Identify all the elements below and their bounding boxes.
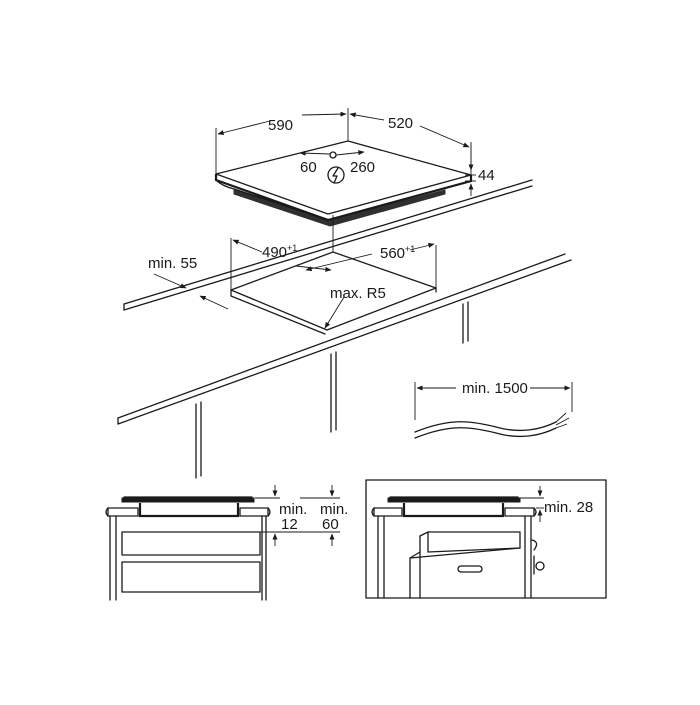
- connection-left-label: 60: [300, 159, 317, 176]
- drawer-gap-bottom-label: min.: [320, 501, 348, 518]
- cutout-depth-label: 560+1: [380, 244, 415, 262]
- cutout-width-label: 490+1: [262, 243, 297, 261]
- power-cable: [414, 382, 573, 439]
- hob-width-label: 590: [268, 117, 293, 134]
- electric-connection-icon: [327, 166, 345, 184]
- hob-height-label: 44: [478, 167, 495, 184]
- hob-depth-label: 520: [388, 115, 413, 132]
- drawer-gap-top-value: 12: [281, 516, 298, 533]
- front-distance-label: min. 55: [148, 255, 197, 272]
- corner-radius-label: max. R5: [330, 285, 386, 302]
- connection-right-label: 260: [350, 159, 375, 176]
- hob-top-view: [214, 108, 476, 227]
- drawer-gap-bottom-value: 60: [322, 516, 339, 533]
- cutout-width-tolerance: +1: [287, 243, 297, 253]
- cutout-depth-tolerance: +1: [405, 244, 415, 254]
- oven-gap-label: min. 28: [544, 499, 593, 516]
- install-oven-section: [365, 479, 607, 599]
- cable-length-label: min. 1500: [462, 380, 528, 397]
- drawer-gap-top-label: min.: [279, 501, 307, 518]
- install-drawer-section: [105, 485, 340, 601]
- worktop: [117, 179, 572, 479]
